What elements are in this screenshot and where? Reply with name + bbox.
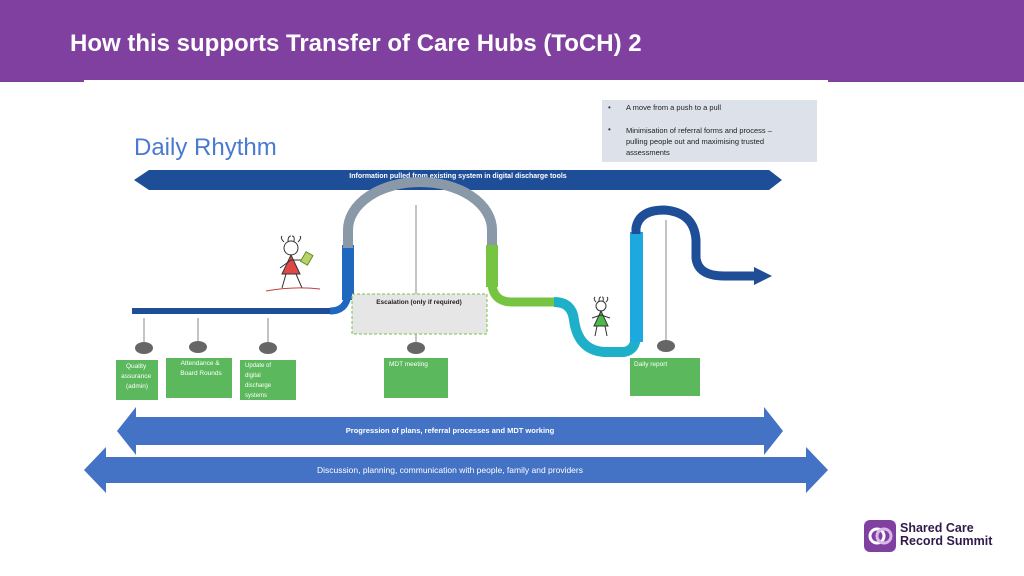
information-arrow-label: Information pulled from existing system …: [349, 173, 567, 180]
bullet-text: A move from a push to a pull: [626, 103, 721, 112]
logo-ring-icon: [875, 527, 893, 545]
shared-care-record-summit-logo: [864, 520, 896, 552]
header-bar: How this supports Transfer of Care Hubs …: [0, 0, 1024, 82]
connector-dot: [657, 340, 675, 352]
bullet-box: [602, 100, 817, 162]
daily-rhythm-diagram: • • A move from a push to a pull Minimis…: [84, 80, 828, 496]
figure-with-tablet: [265, 235, 321, 292]
bullet-marker: •: [608, 125, 611, 134]
logo-text: Shared Care Record Summit: [900, 522, 992, 548]
track-green-curve: [487, 284, 554, 307]
attendance-board-rounds-box: [166, 358, 232, 398]
logo-line-2: Record Summit: [900, 534, 993, 548]
logo-line-1: Shared Care: [900, 521, 974, 535]
update-digital-discharge-box: [240, 360, 296, 400]
daily-report-box: [630, 358, 700, 396]
progression-arrow-label: Progression of plans, referral processes…: [346, 426, 555, 435]
output-arrowhead: [754, 267, 772, 285]
escalation-label: Escalation (only if required): [376, 299, 462, 306]
connector-dot: [189, 341, 207, 353]
attendance-board-rounds-label: Attendance & Board Rounds: [180, 360, 222, 377]
quality-assurance-box: [116, 360, 158, 400]
connector-dot: [259, 342, 277, 354]
discussion-arrow-label: Discussion, planning, communication with…: [317, 465, 583, 475]
escalation-box: [351, 293, 488, 335]
track-blue-rise: [342, 245, 354, 300]
bullet-marker: •: [608, 103, 611, 112]
logo-ring-icon: [868, 527, 886, 545]
information-arrow: [134, 170, 782, 190]
update-digital-discharge-label: Update of digital discharge systems: [245, 363, 273, 399]
mdt-meeting-box: [384, 358, 448, 398]
connector-dot: [407, 342, 425, 354]
connector-dot: [135, 342, 153, 354]
page-title: How this supports Transfer of Care Hubs …: [70, 30, 642, 57]
progression-arrow: [117, 407, 783, 455]
track-lightblue-rise: [630, 232, 643, 342]
track-grey-arch: [343, 177, 497, 248]
track-teal-dip: [553, 297, 641, 357]
bullet-text: Minimisation of referral forms and proce…: [626, 126, 774, 157]
track-hook: [631, 205, 756, 281]
baseline-track: [132, 308, 332, 314]
quality-assurance-label: Quality assurance (admin): [121, 363, 153, 390]
daily-report-label: Daily report: [634, 361, 667, 368]
diagram-title: Daily Rhythm: [134, 134, 277, 161]
track-green-drop: [486, 245, 498, 287]
mdt-meeting-label: MDT meeting: [389, 361, 428, 368]
discussion-arrow: [84, 447, 828, 493]
figure-small: [591, 296, 611, 337]
